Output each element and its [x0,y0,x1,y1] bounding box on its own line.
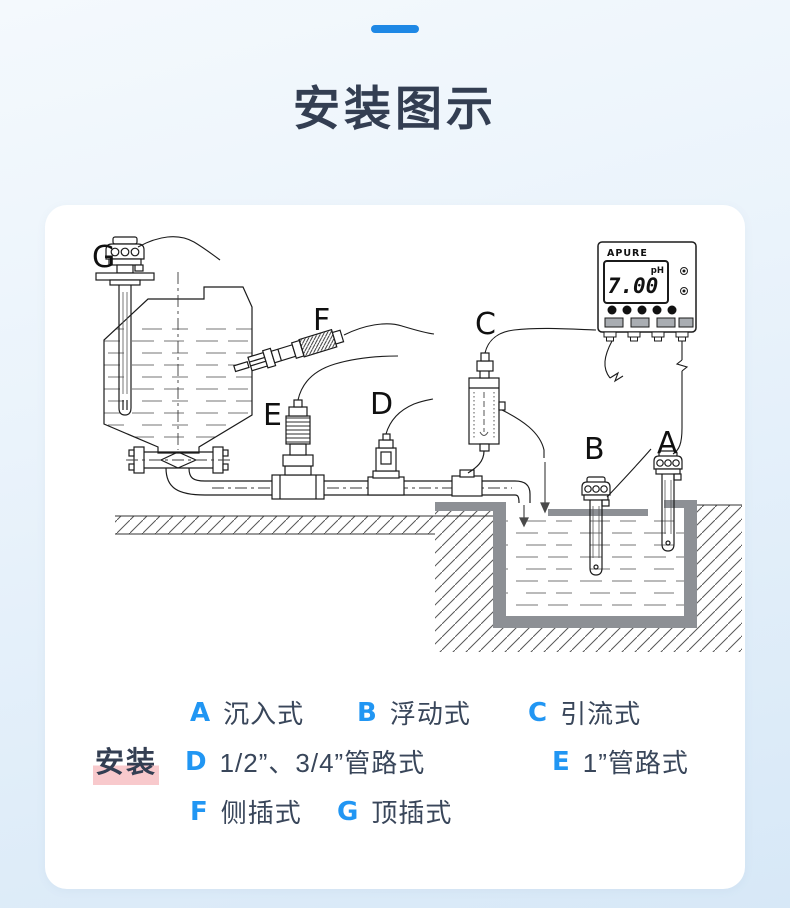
legend-label-d: 1/2”、3/4”管路式 [219,748,426,778]
legend-key-f: F [190,796,208,827]
sensor-f [233,323,435,373]
meter-cables [604,340,689,455]
legend-item-side-insertion: F 侧插式 [190,793,302,830]
flow-arrows [519,462,550,528]
legend-item-floating: B 浮动式 [357,694,471,731]
marker-d: D [370,387,393,422]
marker-f: F [313,303,330,338]
legend-key-e: E [552,746,570,777]
page-title: 安装图示 [293,82,497,135]
meter-buttons-rect [604,317,694,328]
legend-item-1inch-pipeline: E 1”管路式 [552,743,689,780]
meter-cable-glands [603,331,689,342]
legend-label-f: 侧插式 [220,798,302,828]
legend-key-c: C [528,697,548,728]
diagram-card: APURE 7.00 pH [45,205,745,889]
marker-b: B [584,432,605,467]
diagram-markers: G F E D C B A [92,240,678,467]
legend-key-g: G [337,796,359,827]
legend-heading: 安装 [93,739,160,785]
tank [103,272,253,496]
float-plate [548,509,648,516]
accent-bar [371,25,419,33]
sensor-d [367,398,434,496]
meter-buttons-round [607,305,677,315]
ground-hatch [115,504,742,652]
sensor-a [653,450,683,552]
legend-label-b: 浮动式 [389,699,471,729]
sensor-g [95,236,221,416]
meter-brand: APURE [607,248,648,259]
legend-item-small-pipeline: D 1/2”、3/4”管路式 [185,743,425,780]
marker-e: E [263,398,282,433]
legend-item-flow-through: C 引流式 [528,694,641,731]
meter-side-icons [680,267,688,295]
legend-item-top-insertion: G 顶插式 [337,793,452,830]
legend-key-a: A [190,697,211,728]
legend-key-b: B [357,697,377,728]
legend-key-d: D [185,746,207,777]
lcd-display [603,260,669,304]
sensor-e [271,355,399,500]
sensor-b [581,448,652,576]
basin-water [506,513,684,616]
legend-label-g: 顶插式 [371,798,453,828]
legend-label-c: 引流式 [560,699,642,729]
legend-label-a: 沉入式 [223,699,305,729]
marker-c: C [475,307,496,342]
installation-diagram: APURE 7.00 pH [92,236,742,652]
ph-meter: APURE 7.00 pH [597,241,697,455]
legend-item-immersion: A 沉入式 [190,694,304,731]
marker-g: G [92,240,115,275]
sensor-c [451,327,597,497]
meter-reading: 7.00 [608,274,659,298]
basin [435,500,697,628]
meter-unit: pH [651,266,664,276]
legend-label-e: 1”管路式 [582,748,689,778]
marker-a: A [657,426,678,461]
